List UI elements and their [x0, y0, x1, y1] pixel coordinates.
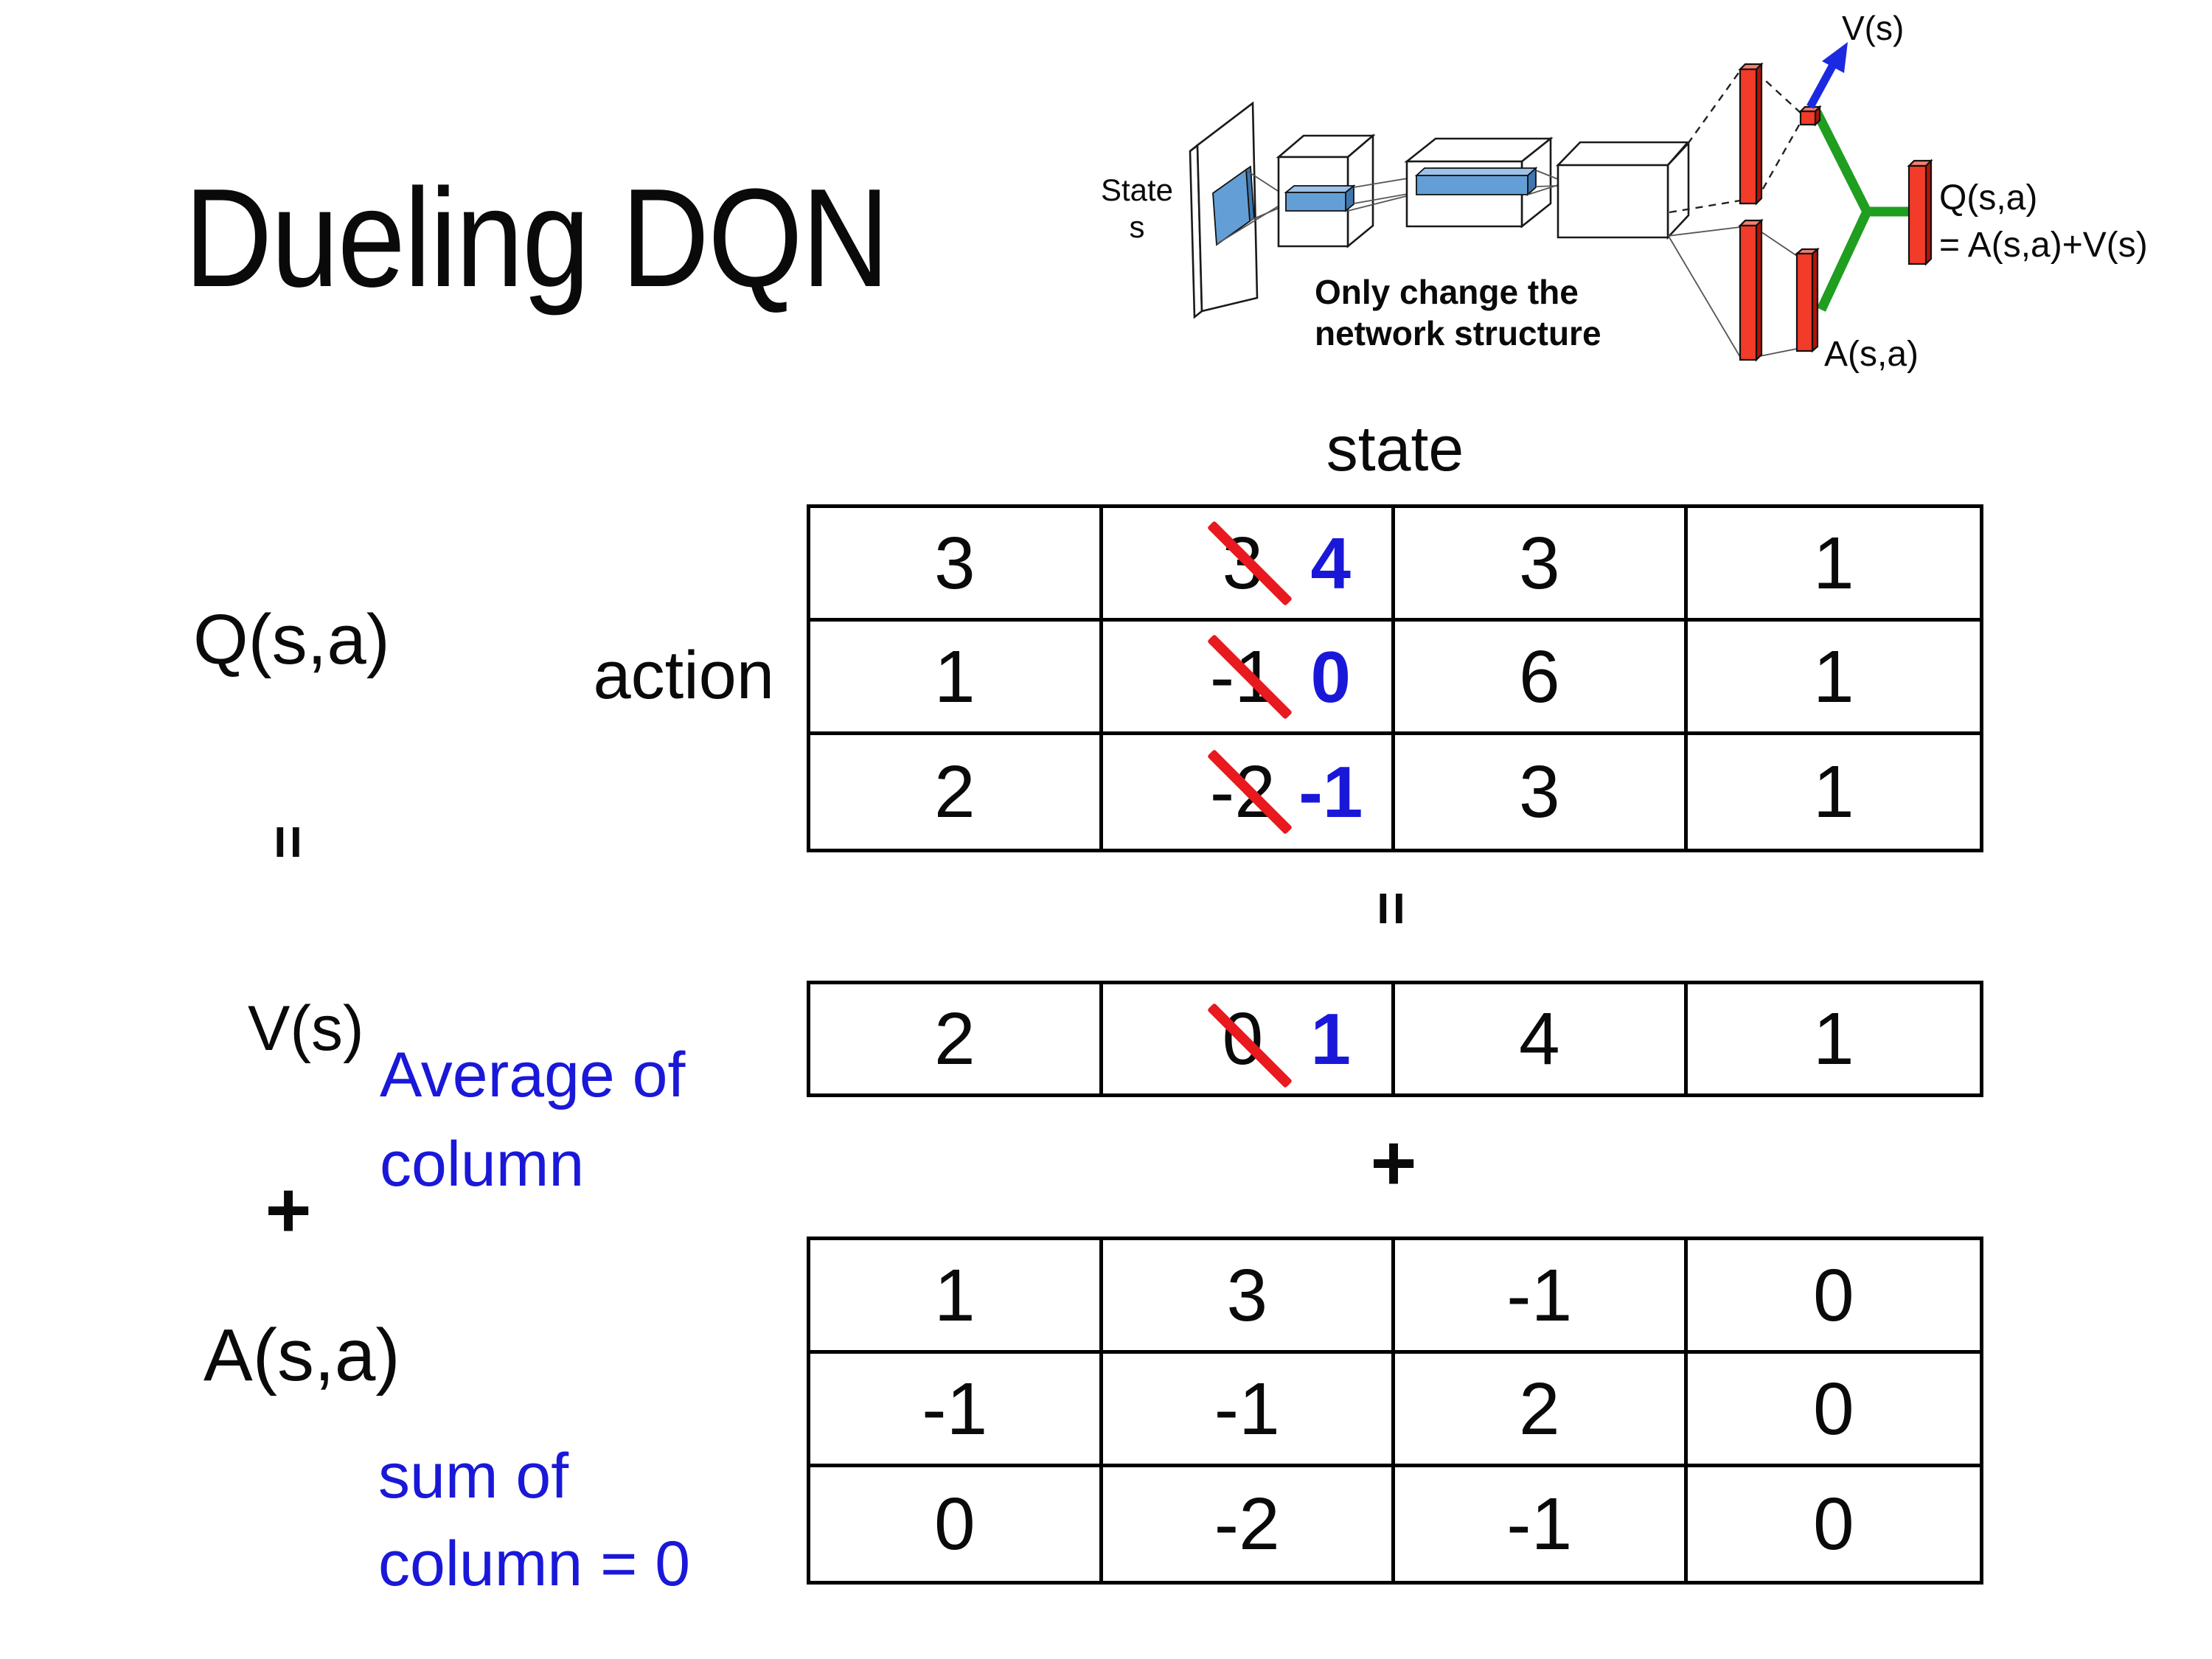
new-value: 1	[1310, 998, 1352, 1079]
equals-sign-left: =	[256, 824, 321, 860]
a-cell-r0c2: -1	[1395, 1240, 1688, 1354]
v-cell-c3: 1	[1688, 984, 1980, 1093]
a-cell-r1c0: -1	[810, 1354, 1103, 1467]
equals-sign-center: =	[1359, 891, 1425, 926]
new-value: 0	[1310, 636, 1352, 717]
cell-value: 1	[1812, 998, 1854, 1080]
cell-value: 0	[1812, 1253, 1854, 1337]
cell-value: 3	[1226, 1253, 1268, 1337]
value-stream-dashed-links	[1669, 70, 1802, 214]
diagram-a-label: A(s,a)	[1824, 335, 1919, 374]
a-cell-r1c1: -1	[1102, 1354, 1395, 1467]
advantage-vector-icon	[1795, 247, 1820, 353]
page-title: Dueling DQN	[184, 160, 889, 316]
cell-value: 0	[933, 1483, 975, 1565]
cell-value: -1	[1506, 1253, 1573, 1337]
feature-map1-icon	[1284, 184, 1356, 212]
v-cell-c0: 2	[810, 984, 1103, 1093]
dueling-network-diagram: V(s) State s Only change the network str…	[1101, 9, 2148, 374]
cell-value: 2	[933, 751, 975, 833]
cell-value: 2	[933, 998, 975, 1080]
cell-value: 1	[1812, 751, 1854, 833]
q-cell-r1c3: 1	[1687, 622, 1980, 735]
average-note-line2: column	[380, 1129, 585, 1200]
fc-layer-box-icon	[1555, 140, 1690, 240]
cell-value: 1	[933, 635, 975, 718]
a-cell-r2c3: 0	[1688, 1467, 1980, 1581]
fc-connections	[1527, 170, 1561, 195]
q-cell-r0c3: 1	[1687, 508, 1980, 622]
a-cell-r0c3: 0	[1687, 1240, 1980, 1354]
cell-value: -1	[1506, 1483, 1573, 1565]
advantage-function-label: A(s,a)	[204, 1314, 400, 1397]
q-cell-r1c2: 6	[1395, 622, 1688, 735]
a-cell-r1c2: 2	[1395, 1354, 1688, 1467]
sum-of-column-note: sum of column = 0	[378, 1433, 690, 1608]
cell-value: 1	[933, 1253, 975, 1337]
new-value: 4	[1310, 522, 1352, 604]
cell-value: -1	[1214, 1367, 1280, 1450]
advantage-stream-links	[1667, 226, 1798, 358]
cell-value: 1	[1812, 521, 1854, 605]
diagram-note-line2: network structure	[1315, 314, 1601, 352]
q-cell-r1c0: 1	[810, 622, 1103, 735]
new-value: -1	[1298, 751, 1363, 832]
cell-value: 3	[1518, 751, 1560, 833]
diagram-v-label: V(s)	[1842, 9, 1904, 47]
average-of-column-note: Average of column	[380, 1031, 685, 1209]
cell-value: 3	[1518, 521, 1560, 605]
a-cell-r2c1: -2	[1103, 1467, 1395, 1581]
a-cell-r2c0: 0	[810, 1467, 1103, 1581]
q-cell-r0c1-crossed: 3 4	[1102, 508, 1395, 622]
q-cell-r2c3: 1	[1688, 735, 1980, 849]
state-header: state	[1326, 414, 1464, 484]
feature-map2-icon	[1414, 166, 1538, 197]
advantage-table: 1 3 -1 0 -1 -1 2 0 0 -2 -1 0	[807, 1237, 1983, 1585]
q-cell-r2c0: 2	[810, 735, 1103, 849]
diagram-state-label-line1: State	[1101, 173, 1173, 207]
diagram-q-label-line2: = A(s,a)+V(s)	[1939, 226, 2148, 265]
q-cell-r2c1-crossed: -2 -1	[1103, 735, 1395, 849]
average-note-line1: Average of	[380, 1040, 686, 1110]
q-value-table: 3 3 4 3 1 1 -1 0 6 1 2 -2 -1 3 1	[807, 504, 1983, 852]
a-cell-r0c1: 3	[1102, 1240, 1395, 1354]
q-cell-r1c1-crossed: -1 0	[1102, 622, 1395, 735]
plus-sign-left: +	[265, 1165, 312, 1254]
v-cell-c1-crossed: 0 1	[1103, 984, 1395, 1093]
diagram-note-line1: Only change the	[1315, 273, 1579, 311]
q-cell-r0c0: 3	[810, 508, 1103, 622]
cell-value: 2	[1518, 1367, 1560, 1450]
cell-value: 1	[1812, 635, 1854, 718]
sum-note-line2: column = 0	[378, 1528, 691, 1599]
sum-note-line1: sum of	[378, 1441, 569, 1512]
aggregation-links	[1812, 110, 1911, 312]
value-function-label: V(s)	[248, 993, 364, 1064]
conv-filter-patch-icon	[1212, 165, 1255, 246]
diagram-state-label-line2: s	[1130, 209, 1145, 244]
diagram-q-label-line1: Q(s,a)	[1939, 178, 2037, 218]
cell-value: 3	[933, 521, 975, 605]
cell-value: -1	[922, 1367, 988, 1450]
v-cell-c2: 4	[1395, 984, 1688, 1093]
q-cell-r0c2: 3	[1395, 508, 1688, 622]
a-cell-r0c0: 1	[810, 1240, 1103, 1354]
q-output-vector-icon	[1907, 159, 1933, 266]
state-value-table: 2 0 1 4 1	[807, 981, 1983, 1097]
cell-value: 4	[1518, 998, 1560, 1080]
value-hidden-bar-icon	[1738, 62, 1764, 206]
q-cell-r2c2: 3	[1395, 735, 1688, 849]
plus-sign-center: +	[1370, 1118, 1417, 1207]
cell-value: 0	[1812, 1367, 1854, 1450]
cell-value: -2	[1214, 1483, 1280, 1565]
value-arrow-icon	[1806, 42, 1848, 109]
q-function-label: Q(s,a)	[193, 600, 390, 679]
cell-value: 0	[1812, 1483, 1854, 1565]
a-cell-r1c3: 0	[1687, 1354, 1980, 1467]
cell-value: 6	[1518, 635, 1560, 718]
value-scalar-icon	[1798, 105, 1822, 127]
a-cell-r2c2: -1	[1395, 1467, 1688, 1581]
action-axis-label: action	[593, 638, 775, 713]
advantage-hidden-bar-icon	[1738, 218, 1764, 362]
